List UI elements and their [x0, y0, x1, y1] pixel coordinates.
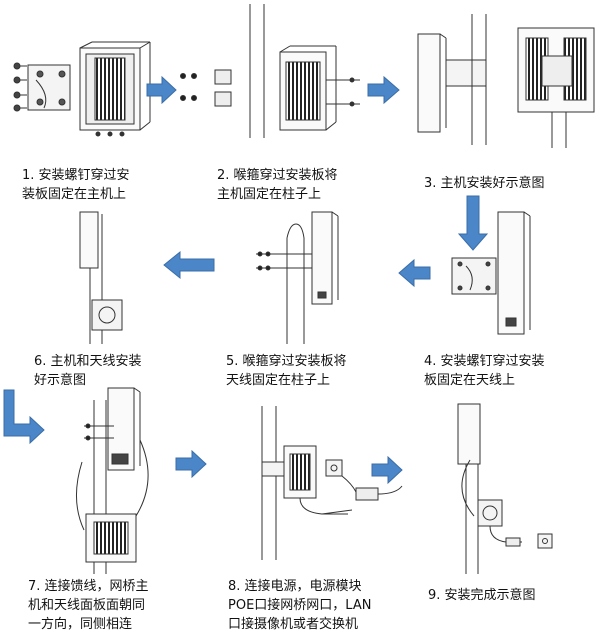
- step6-illustration: [79, 211, 123, 344]
- arrow-5-to-6: [163, 250, 215, 280]
- step2-illustration: [180, 4, 360, 138]
- step-8-caption: 8. 连接电源，电源模块 POE口接网桥网口，LAN 口接摄像机或者交换机: [228, 577, 403, 634]
- step8-cables: [299, 497, 353, 515]
- step2-brackets: [214, 69, 232, 107]
- step-6-caption: 6. 主机和天线安装 好示意图: [34, 352, 184, 390]
- arrow-7-to-8: [175, 449, 207, 479]
- step-4-caption: 4. 安装螺钉穿过安装 板固定在天线上: [424, 352, 599, 390]
- step-4-caption-line: 板固定在天线上: [424, 373, 516, 388]
- step6-antenna-panel: [79, 211, 99, 269]
- arrow-6-to-7: [3, 389, 45, 445]
- step7-antenna-panel: [107, 387, 141, 471]
- step-9-caption-line: 9. 安装完成示意图: [428, 588, 536, 603]
- step-5-caption: 5. 喉箍穿过安装板将 天线固定在柱子上: [226, 352, 396, 390]
- step3-front-view: [517, 27, 595, 148]
- step8-wall-socket: [325, 459, 343, 477]
- step9-bridge-unit: [477, 499, 503, 527]
- step-1-caption-line: 装板固定在主机上: [22, 187, 127, 202]
- step-5-caption-line: 5. 喉箍穿过安装板将: [226, 354, 347, 369]
- step3-illustration: [417, 14, 595, 148]
- step2-bridge-unit: [279, 45, 337, 131]
- step-2-caption-line: 2. 喉箍穿过安装板将: [217, 168, 338, 183]
- step7-clamps: [84, 423, 114, 441]
- step-7-caption-line: 一方向，同侧相连: [28, 617, 133, 632]
- step-7-caption-line: 机和天线面板面朝同: [28, 598, 146, 613]
- step9-power-module: [505, 537, 521, 547]
- step1-mounting-plate: [13, 62, 71, 112]
- step8-power-module: [341, 475, 403, 501]
- step-3-caption: 3. 主机安装好示意图: [424, 174, 599, 193]
- step1-illustration: [13, 41, 151, 137]
- step-8-caption-line: POE口接网桥网口，LAN: [228, 598, 372, 613]
- step2-hose-clamps: [326, 77, 360, 107]
- step6-bridge-unit: [91, 299, 123, 331]
- step-8-caption-line: 8. 连接电源，电源模块: [228, 579, 362, 594]
- step1-bridge-unit: [79, 41, 151, 137]
- step-2-caption-line: 主机固定在柱子上: [217, 187, 322, 202]
- step5-antenna-panel: [311, 211, 339, 305]
- step7-bridge-unit: [85, 513, 137, 563]
- step4-mounting-plate: [451, 257, 497, 295]
- step-9-caption: 9. 安装完成示意图: [428, 586, 598, 605]
- step-3-caption-line: 3. 主机安装好示意图: [424, 176, 545, 191]
- arrow-8-to-9: [371, 455, 403, 485]
- step5-pole: [286, 223, 305, 344]
- arrow-2-to-3: [367, 75, 400, 105]
- step4-antenna-panel: [497, 211, 531, 335]
- step-7-caption: 7. 连接馈线，网桥主 机和天线面板面朝同 一方向，同侧相连: [28, 577, 188, 634]
- step-1-caption: 1. 安装螺钉穿过安 装板固定在主机上: [22, 166, 172, 204]
- arrow-1-to-2: [146, 75, 177, 105]
- step8-bridge-unit: [261, 445, 317, 499]
- arrow-3-to-4: [457, 195, 489, 251]
- step9-wall-socket: [537, 533, 553, 549]
- step-5-caption-line: 天线固定在柱子上: [226, 373, 331, 388]
- step-7-caption-line: 7. 连接馈线，网桥主: [28, 579, 149, 594]
- step-8-caption-line: 口接摄像机或者交换机: [228, 617, 359, 632]
- step-1-caption-line: 1. 安装螺钉穿过安: [22, 168, 130, 183]
- step7-illustration: [75, 387, 149, 574]
- step8-pole: [261, 406, 277, 560]
- step2-bolts: [180, 73, 197, 101]
- step8-illustration: [261, 406, 403, 560]
- arrow-4-to-5: [398, 258, 431, 288]
- step-4-caption-line: 4. 安装螺钉穿过安装: [424, 354, 545, 369]
- step9-illustration: [457, 403, 553, 574]
- step5-illustration: [256, 211, 339, 344]
- step3-side-view: [417, 14, 487, 145]
- step2-pole: [249, 4, 265, 138]
- step-6-caption-line: 好示意图: [34, 373, 87, 388]
- step4-illustration: [451, 211, 531, 335]
- step-6-caption-line: 6. 主机和天线安装: [34, 354, 142, 369]
- step7-feeder-cables: [75, 439, 149, 531]
- step-2-caption: 2. 喉箍穿过安装板将 主机固定在柱子上: [217, 166, 382, 204]
- step9-antenna-panel: [457, 403, 481, 465]
